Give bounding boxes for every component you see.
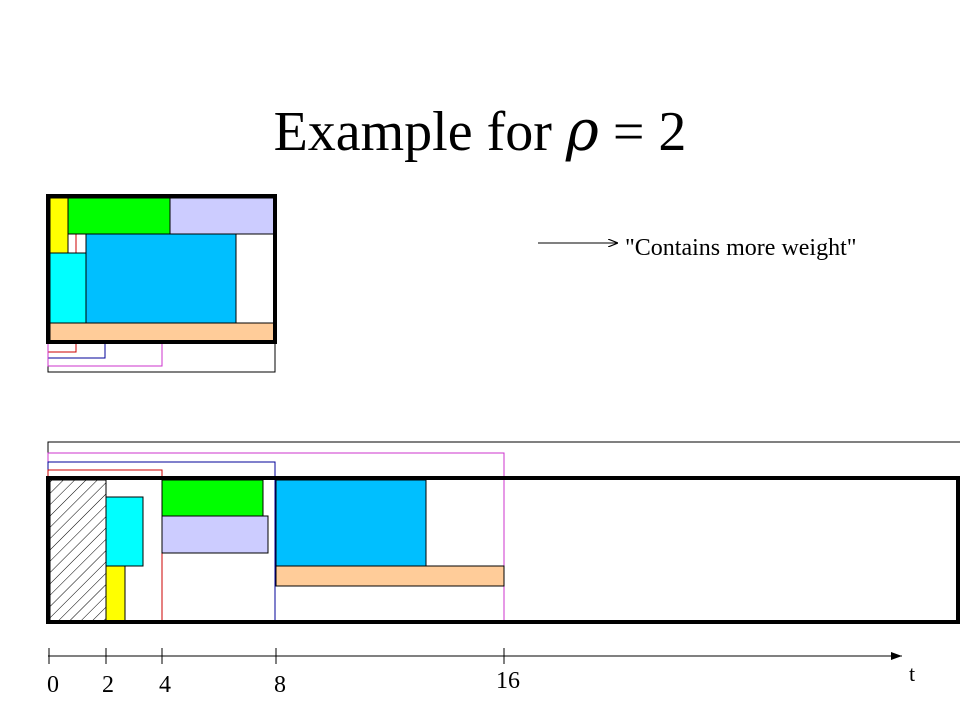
top-peach-item	[49, 322, 275, 343]
axis-tick-label: 4	[159, 672, 171, 698]
annotation-label: "Contains more weight"	[625, 235, 857, 261]
top-yellow-item	[49, 197, 69, 254]
hatched-region	[49, 479, 107, 622]
axis-tick-label: 0	[47, 672, 59, 698]
top-green-item	[67, 197, 171, 235]
axis-tick-label: 2	[102, 672, 114, 698]
slide-title: Example for ρ = 2	[274, 99, 687, 164]
bottom-lavender-item	[161, 515, 269, 554]
top-cyan-item	[49, 252, 87, 324]
axis-tick-label: 16	[496, 668, 520, 694]
bottom-yellow-item	[105, 565, 126, 622]
bottom-blue-item	[275, 479, 427, 567]
top-packing-diagram	[46, 194, 277, 373]
top-blue-item	[85, 233, 237, 324]
bottom-bin-border	[46, 476, 960, 624]
bottom-cyan-item	[105, 496, 144, 567]
bottom-packing-diagram	[46, 441, 960, 624]
bottom-peach-item	[275, 565, 505, 587]
time-axis: 0 2 4 8 16 t	[47, 648, 915, 698]
top-bin-border	[46, 194, 277, 344]
axis-tick-label: 8	[274, 672, 286, 698]
top-lavender-item	[169, 197, 275, 235]
bottom-green-item	[161, 479, 264, 517]
axis-variable-label: t	[909, 661, 915, 686]
